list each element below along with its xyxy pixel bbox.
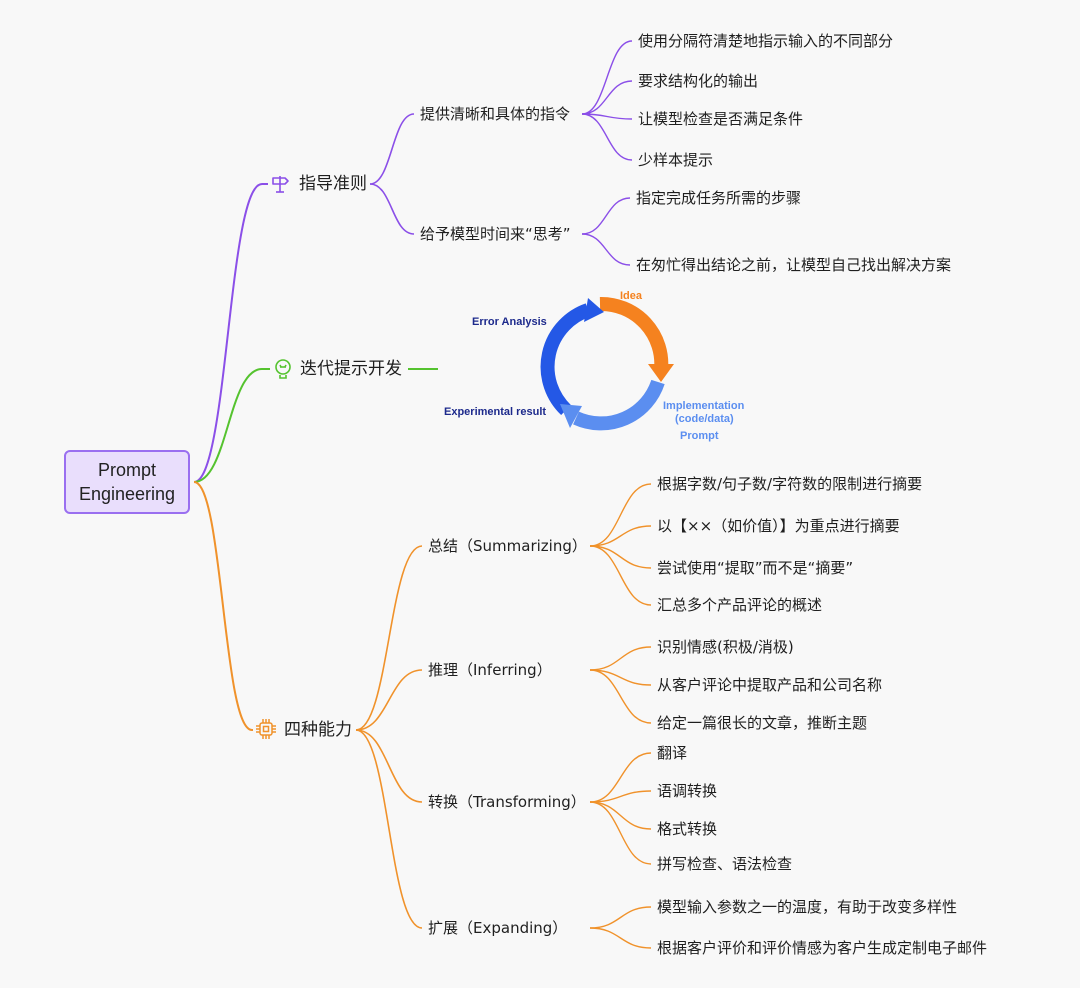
leaf-item[interactable]: 汇总多个产品评论的概述 [657,596,823,614]
leaf-item[interactable]: 给定一篇很长的文章，推断主题 [657,714,868,732]
cycle-label-prompt: Prompt [680,430,719,442]
connector-leaf [581,113,633,120]
node-give-time[interactable]: 给予模型时间来“思考” [420,225,571,243]
connector-root-abilities [193,481,253,731]
connector-leaf [589,525,652,547]
leaf-item[interactable]: 从客户评论中提取产品和公司名称 [657,676,883,694]
connector-leaf [589,646,652,671]
connector-leaf [589,801,652,865]
leaf-item[interactable]: 尝试使用“提取”而不是“摘要” [657,559,854,577]
leaf-item[interactable]: 要求结构化的输出 [638,72,759,90]
chip-icon [256,719,276,739]
cycle-label-idea: Idea [620,290,643,302]
leaf-item[interactable]: 语调转换 [657,782,718,800]
connector-leaf [589,669,652,686]
connector-root-iterative [193,368,263,483]
root-label-line1: Prompt [97,460,157,480]
connector-leaf [581,113,633,161]
leaf-item[interactable]: 少样本提示 [638,151,714,169]
branch-iterative[interactable]: 迭代提示开发 [300,359,402,379]
connector-guidelines-child [369,113,415,185]
connector-abilities-child [355,729,423,929]
connector-leaf [581,197,631,235]
iteration-cycle-graphic [540,296,674,431]
cycle-label-code-data: (code/data) [675,413,734,425]
node-expanding[interactable]: 扩展（Expanding） [428,919,568,937]
connector-leaf [581,233,631,266]
leaf-item[interactable]: 使用分隔符清楚地指示输入的不同部分 [638,32,894,50]
root-node[interactable]: Prompt Engineering [64,450,190,514]
connector-guidelines-child [369,183,415,235]
node-summarizing[interactable]: 总结（Summarizing） [428,537,587,555]
connector-root-guidelines [193,183,263,483]
leaf-item[interactable]: 拼写检查、语法检查 [657,855,793,873]
cycle-label-error: Error Analysis [472,316,547,328]
signpost-icon [272,176,289,193]
branch-guidelines[interactable]: 指导准则 [299,174,367,194]
leaf-item[interactable]: 格式转换 [657,820,718,838]
connector-abilities-child [355,669,423,731]
leaf-item[interactable]: 指定完成任务所需的步骤 [636,189,802,207]
branch-abilities[interactable]: 四种能力 [284,720,352,740]
connector-abilities-child [355,729,423,803]
node-clear-instructions[interactable]: 提供清晰和具体的指令 [420,105,571,123]
connector-leaf [589,801,652,830]
connector-leaf [589,752,652,803]
node-transforming[interactable]: 转换（Transforming） [428,793,586,811]
leaf-item[interactable]: 以【××（如价值）】为重点进行摘要 [657,517,900,535]
connector-leaf [589,545,652,606]
leaf-item[interactable]: 识别情感(积极/消极) [657,638,794,656]
connector-leaf [589,927,652,949]
connector-leaf [589,545,652,569]
leaf-item[interactable]: 让模型检查是否满足条件 [638,110,804,128]
leaf-item[interactable]: 根据客户评价和评价情感为客户生成定制电子邮件 [657,939,988,957]
connector-leaf [589,669,652,724]
lightbulb-icon [275,359,291,379]
node-inferring[interactable]: 推理（Inferring） [428,661,552,679]
connector-leaf [581,40,633,115]
connector-leaf [589,483,652,547]
leaf-item[interactable]: 在匆忙得出结论之前，让模型自己找出解决方案 [636,256,952,274]
root-label-line2: Engineering [78,484,176,504]
connector-abilities-child [355,545,423,731]
leaf-item[interactable]: 模型输入参数之一的温度，有助于改变多样性 [657,898,958,916]
connector-leaf [589,790,652,803]
cycle-label-experimental: Experimental result [444,406,547,418]
leaf-item[interactable]: 翻译 [657,744,688,762]
cycle-label-implementation: Implementation [663,400,745,412]
connector-leaf [581,80,633,115]
leaf-item[interactable]: 根据字数/句子数/字符数的限制进行摘要 [657,475,923,493]
connector-leaf [589,906,652,929]
